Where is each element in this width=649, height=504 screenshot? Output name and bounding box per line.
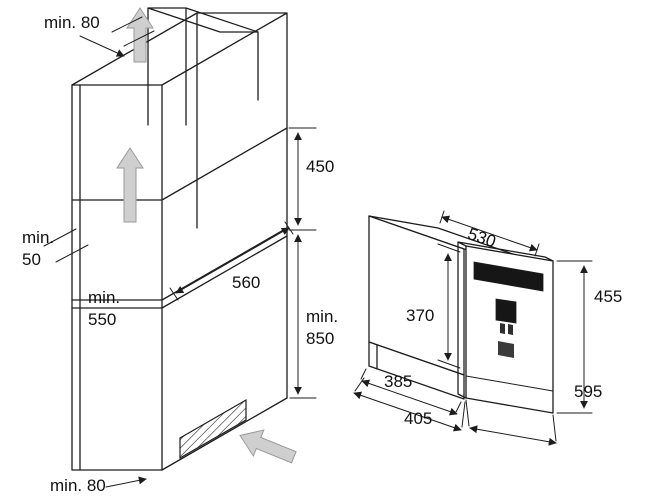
spout-nozzle-left (500, 323, 505, 334)
vent-grille (179, 398, 247, 460)
display-panel (473, 261, 544, 292)
dim-label-niche-width: 560 (232, 273, 260, 292)
dim-label-niche-depth-min: min. (88, 288, 120, 307)
cup-tray-line (465, 375, 554, 392)
cabinet-front-face (71, 84, 163, 471)
shelf-edges (71, 227, 288, 309)
dim-label-niche-height: 450 (306, 157, 334, 176)
dim-bottom-clearance-arrow (105, 476, 147, 488)
dim-label-install-height-min: min. (306, 307, 338, 326)
dim-front-width-line (469, 425, 557, 446)
dim-body-height-ticks (437, 243, 461, 369)
airflow-arrow-inlet-icon (239, 429, 297, 464)
dim-rear-clearance-ticks (43, 228, 89, 263)
dim-label-niche-depth-value: 550 (88, 310, 116, 329)
dim-label-base-depth: 385 (384, 372, 412, 391)
dim-total-depth-line (353, 391, 462, 432)
cabinet-top-face (71, 12, 288, 399)
upper-cabinet-bottom-edge (71, 127, 288, 201)
dim-label-front-height: 455 (594, 287, 622, 306)
dim-niche-width-line (175, 227, 290, 294)
dim-niche-height-ticks (288, 127, 317, 231)
dim-label-total-depth: 405 (404, 409, 432, 428)
dim-depth-ticks (439, 210, 540, 257)
machine-drawing: 530 370 455 385 405 595 (353, 210, 622, 446)
dim-niche-width-ticks (169, 221, 294, 301)
cabinet-bottom-edge (161, 397, 288, 471)
cabinet-drawing: min. 80 min. 50 min. 550 560 450 min. 85… (22, 7, 338, 495)
dim-label-rear-clearance-min: min. (22, 228, 54, 247)
airflow-arrow-niche-icon (116, 147, 144, 223)
cup (498, 341, 514, 358)
dim-label-body-height: 370 (406, 306, 434, 325)
airflow-arrow-top-icon (126, 7, 154, 63)
dim-front-height-ext (556, 260, 593, 414)
dim-label-front-width: 595 (574, 382, 602, 401)
dim-label-rear-clearance-value: 50 (22, 250, 41, 269)
dim-top-clearance-ticks (111, 16, 155, 47)
dim-top-clearance-arrow (79, 35, 125, 57)
dim-total-depth-ext (354, 377, 466, 428)
spout-nozzle-right (508, 324, 513, 335)
dim-depth-line (441, 215, 538, 252)
coffee-spout (495, 298, 517, 324)
dim-label-top-clearance: min. 80 (44, 13, 100, 32)
dim-label-bottom-clearance: min. 80 (50, 476, 106, 495)
air-duct (147, 7, 259, 126)
dim-label-install-height-value: 850 (306, 329, 334, 348)
